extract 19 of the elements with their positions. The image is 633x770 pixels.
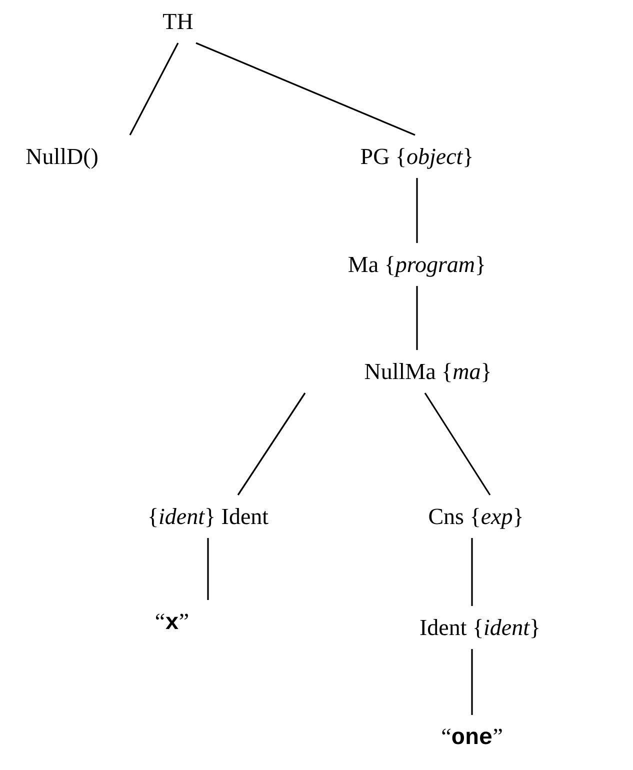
tree-branch-line (237, 392, 306, 496)
tree-branch-line (207, 538, 209, 600)
tree-branch-line (196, 42, 416, 136)
tree-node-label: Cns {exp} (428, 501, 524, 532)
tree-node-label: Ma {program} (348, 249, 486, 280)
tree-node-label: Ident {ident} (419, 612, 541, 643)
tree-branch-line (471, 649, 473, 715)
tree-branch-line (416, 178, 418, 243)
tree-node-label: PG {object} (360, 141, 474, 172)
tree-node-label: NullD() (26, 141, 98, 172)
tree-node-label: “one” (441, 721, 503, 754)
tree-node-label: NullMa {ma} (364, 356, 492, 387)
tree-node-label: TH (162, 6, 194, 37)
tree-node-label: {ident} Ident (147, 501, 269, 532)
tree-branch-line (129, 42, 179, 136)
tree-node-label: “x” (154, 606, 190, 639)
tree-branch-line (471, 538, 473, 606)
tree-branch-line (424, 392, 491, 496)
tree-branch-line (416, 286, 418, 350)
